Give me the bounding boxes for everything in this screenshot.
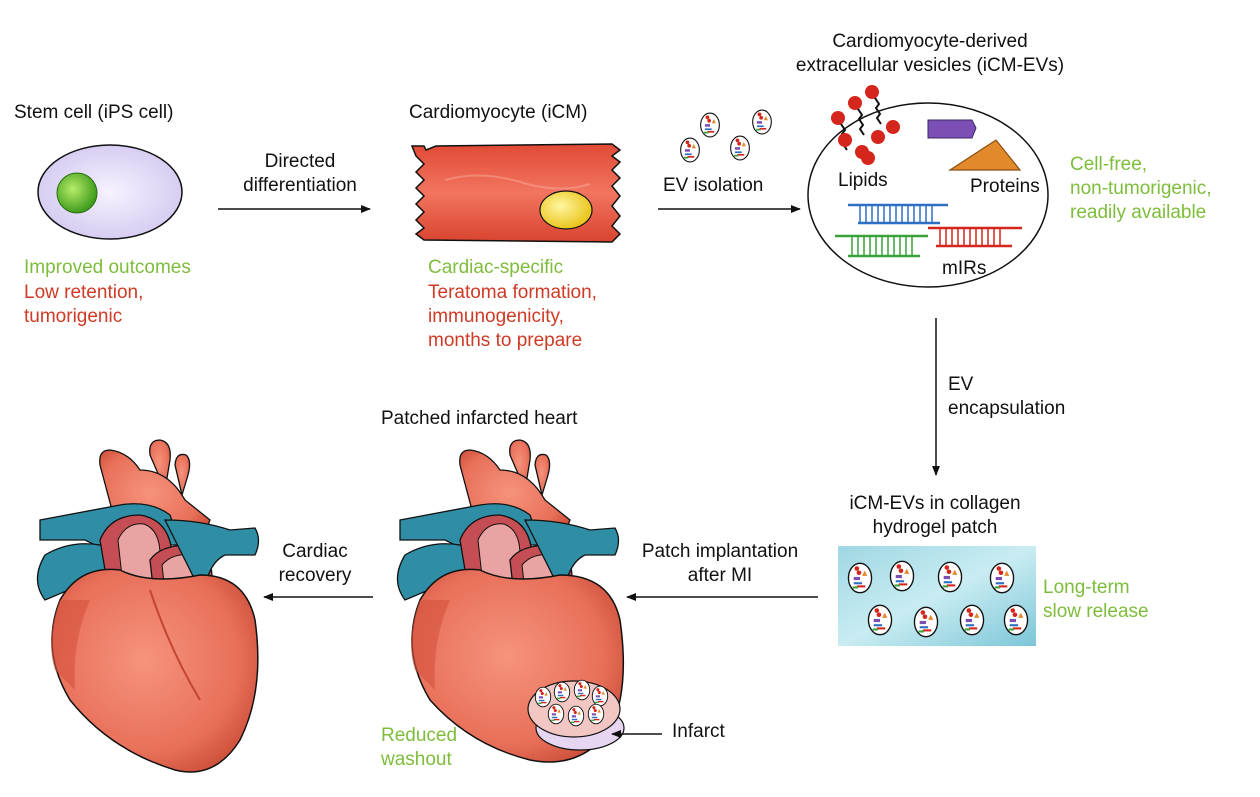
recovered-heart bbox=[36, 439, 260, 773]
cardiomyocyte-title: Cardiomyocyte (iCM) bbox=[409, 102, 588, 123]
stem-cell bbox=[37, 144, 183, 240]
infarct-label: Infarct bbox=[672, 721, 725, 742]
cardiomyocyte bbox=[410, 143, 622, 243]
step-recovery-line-2: recovery bbox=[278, 565, 352, 586]
mir-strands bbox=[835, 203, 1022, 258]
patched-heart-pros: Reduced washout bbox=[381, 724, 457, 772]
cardiomyocyte-pros: Cardiac-specific bbox=[428, 257, 564, 278]
step-implantation-label: Patch implantation after MI bbox=[620, 540, 820, 588]
stem-cell-cons-2: tumorigenic bbox=[24, 306, 123, 327]
stem-cell-title: Stem cell (iPS cell) bbox=[14, 102, 174, 123]
extracellular-vesicle bbox=[807, 85, 1049, 288]
patch-title: iCM-EVs in collagen hydrogel patch bbox=[820, 492, 1050, 540]
patch-pros: Long-term slow release bbox=[1043, 576, 1149, 624]
ev-pros-line-3: readily available bbox=[1070, 202, 1207, 223]
step-differentiation-line-1: Directed bbox=[264, 151, 336, 172]
protein-triangle bbox=[947, 139, 1022, 171]
cardiomyocyte-cons-1: Teratoma formation, bbox=[428, 282, 597, 303]
patch-pros-line-1: Long-term bbox=[1043, 577, 1130, 598]
ev-pros-line-1: Cell-free, bbox=[1070, 154, 1148, 175]
patched-heart bbox=[396, 439, 625, 763]
ev-title-line-2: extracellular vesicles (iCM-EVs) bbox=[795, 55, 1065, 76]
step-implantation-line-1: Patch implantation bbox=[641, 541, 799, 562]
step-ev-isolation-label: EV isolation bbox=[663, 175, 764, 196]
patched-heart-pros-line-1: Reduced bbox=[381, 725, 458, 746]
stem-cell-pros: Improved outcomes bbox=[24, 257, 191, 278]
ev-pros: Cell-free, non-tumorigenic, readily avai… bbox=[1070, 153, 1212, 225]
step-recovery-label: Cardiac recovery bbox=[255, 540, 375, 588]
lipids-label: Lipids bbox=[838, 170, 888, 191]
step-encapsulation-line-2: encapsulation bbox=[948, 398, 1066, 419]
protein-rectangle bbox=[927, 119, 977, 139]
ev-title: Cardiomyocyte-derived extracellular vesi… bbox=[770, 30, 1090, 78]
cardiomyocyte-cons-3: months to prepare bbox=[428, 330, 583, 351]
step-encapsulation-line-1: EV bbox=[948, 374, 974, 395]
step-differentiation-line-2: differentiation bbox=[243, 175, 357, 196]
patch-title-line-2: hydrogel patch bbox=[872, 517, 998, 538]
stem-cell-cons-1: Low retention, bbox=[24, 282, 144, 303]
step-encapsulation-label: EV encapsulation bbox=[948, 373, 1065, 421]
lipid-molecules bbox=[831, 85, 900, 165]
ev-title-line-1: Cardiomyocyte-derived bbox=[832, 31, 1028, 52]
step-differentiation-label: Directed differentiation bbox=[210, 150, 390, 198]
ev-pros-line-2: non-tumorigenic, bbox=[1070, 178, 1212, 199]
released-vesicles bbox=[680, 109, 772, 163]
patch-pros-line-2: slow release bbox=[1043, 601, 1149, 622]
mirs-label: mIRs bbox=[942, 258, 987, 279]
hydrogel-patch bbox=[838, 546, 1036, 646]
patch-title-line-1: iCM-EVs in collagen bbox=[849, 493, 1021, 514]
step-recovery-line-1: Cardiac bbox=[282, 541, 348, 562]
patched-heart-pros-line-2: washout bbox=[381, 749, 452, 770]
step-implantation-line-2: after MI bbox=[687, 565, 753, 586]
patched-heart-title: Patched infarcted heart bbox=[381, 408, 578, 429]
cardiomyocyte-cons-2: immunogenicity, bbox=[428, 306, 564, 327]
proteins-label: Proteins bbox=[970, 176, 1040, 197]
